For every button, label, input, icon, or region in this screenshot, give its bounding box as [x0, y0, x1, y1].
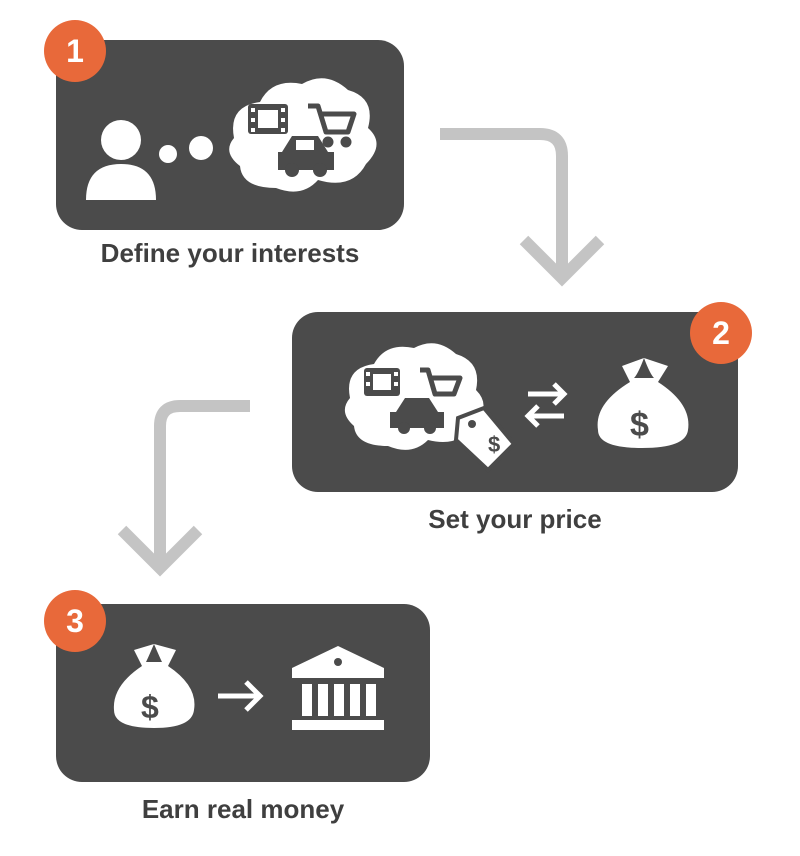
step-2-caption: Set your price [428, 504, 602, 534]
svg-text:$: $ [630, 406, 649, 444]
right-arrow-icon [218, 680, 264, 712]
step-1-illustration [86, 78, 377, 200]
cart-icon [420, 367, 463, 397]
step-2-badge: 2 [690, 302, 752, 364]
car-icon [390, 398, 444, 434]
cart-icon [308, 103, 357, 148]
bank-icon [292, 646, 384, 730]
interests-cloud-icon [229, 78, 377, 192]
price-tag-icon: $ [453, 405, 517, 473]
interests-cloud-icon [344, 343, 484, 450]
step-3-badge: 3 [44, 590, 106, 652]
svg-text:$: $ [488, 432, 500, 457]
money-bag-icon: $ [113, 644, 195, 728]
step-1-caption: Define your interests [100, 238, 360, 268]
thought-dots-icon [159, 136, 213, 163]
film-icon [364, 368, 400, 396]
step-1-card [56, 40, 404, 230]
exchange-arrows-icon [524, 382, 568, 428]
step-2-card: $ $ [292, 312, 738, 492]
svg-text:$: $ [141, 689, 159, 725]
film-icon [248, 104, 288, 134]
money-bag-icon: $ [597, 358, 689, 448]
step-3-illustration: $ [113, 644, 384, 730]
car-icon [278, 136, 334, 177]
step-2-illustration: $ $ [344, 343, 689, 473]
user-icon [86, 120, 156, 200]
step-3-caption: Earn real money [141, 794, 345, 824]
step-3-card: $ [56, 604, 430, 782]
step-1-badge: 1 [44, 20, 106, 82]
